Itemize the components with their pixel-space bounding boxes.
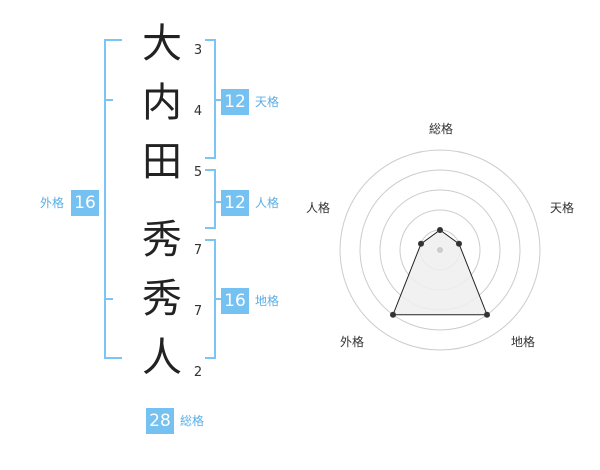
radar-point-3 [484,311,490,318]
name-char-6: 人 [142,335,182,381]
radar-axis-label-chikaku: 地格 [511,335,536,349]
tenkaku-value-badge: 12 [221,89,249,115]
soukaku-label: 総格 [180,414,205,428]
radar-center-dot [437,247,443,253]
stroke-count-4: 7 [193,243,203,258]
radar-grid-ring [339,149,541,351]
jinkaku-label: 人格 [255,196,280,210]
radar-point-4 [390,311,396,318]
radar-axis-label-jinkaku: 人格 [306,201,331,215]
radar-axis-label-soukaku: 総格 [429,122,454,136]
name-char-2: 内 [142,80,182,126]
gaikaku-bracket [104,39,122,359]
stroke-count-1: 3 [193,43,203,58]
name-char-5: 秀 [142,276,182,322]
stroke-count-6: 2 [193,365,203,380]
radar-point-1 [437,227,443,233]
chikaku-value-badge: 16 [221,288,249,314]
gaikaku-label: 外格 [40,196,65,210]
stroke-count-2: 4 [193,104,203,119]
name-char-4: 秀 [142,217,182,263]
name-char-3: 田 [142,139,182,185]
chikaku-label: 地格 [255,294,280,308]
radar-grid-ring [359,169,521,331]
radar-axis-label-tenkaku: 天格 [550,201,575,215]
radar-point-2 [456,240,462,247]
jinkaku-value-badge: 12 [221,190,249,216]
name-char-1: 大 [142,21,182,67]
jinkaku-bracket [205,169,216,229]
soukaku-value-badge: 28 [146,408,174,434]
gaikaku-value-badge: 16 [71,190,99,216]
tenkaku-label: 天格 [255,95,280,109]
radar-point-5 [418,240,424,247]
radar-series-polygon [392,229,488,316]
radar-axis-label-gaikaku: 外格 [340,335,365,349]
stroke-count-5: 7 [193,304,203,319]
stroke-count-3: 5 [193,165,203,180]
